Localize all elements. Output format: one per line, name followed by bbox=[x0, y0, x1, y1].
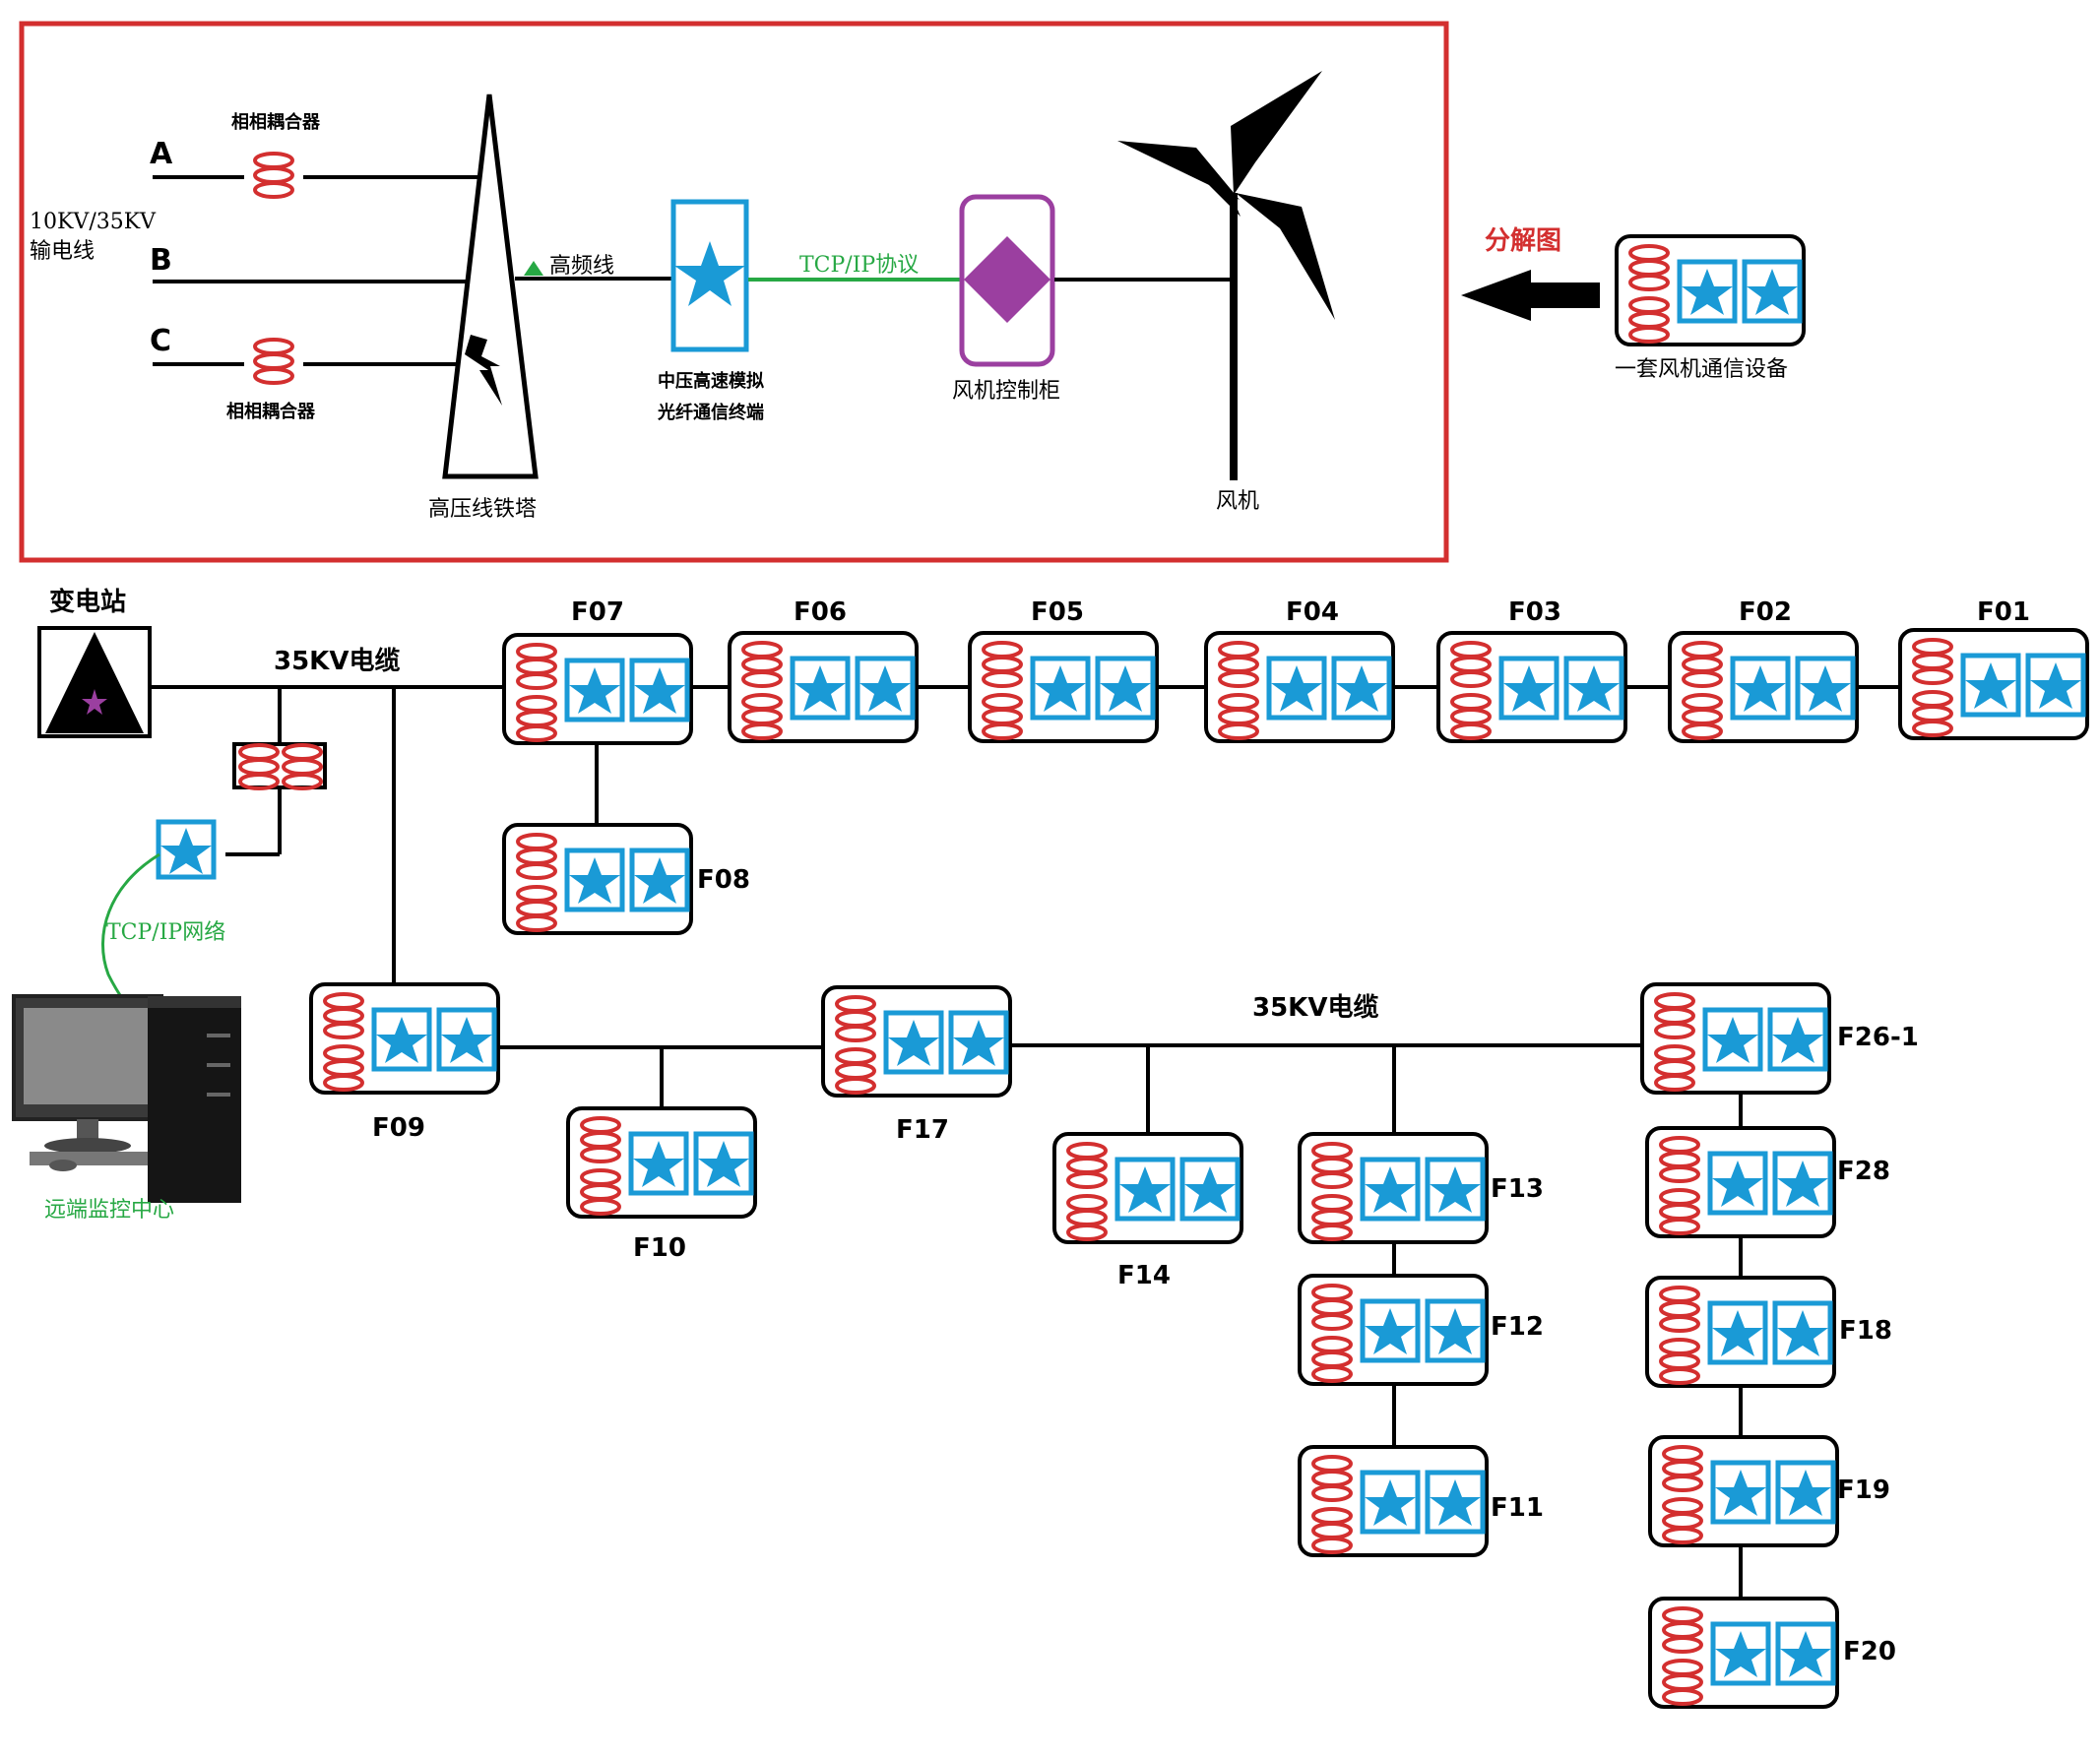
terminal-label-2: 光纤通信终端 bbox=[657, 402, 764, 423]
unit-f04 bbox=[1206, 633, 1393, 741]
detail-frame bbox=[19, 21, 1449, 563]
label-f03: F03 bbox=[1508, 597, 1561, 627]
label-f01: F01 bbox=[1977, 597, 2030, 627]
label-f10: F10 bbox=[633, 1233, 686, 1263]
hf-marker-icon bbox=[524, 261, 543, 276]
unit-f08 bbox=[504, 825, 691, 933]
transmission-line-label: 输电线 bbox=[30, 239, 95, 264]
exploded-view-label: 分解图 bbox=[1485, 226, 1561, 256]
coupler-bottom-label: 相相耦合器 bbox=[226, 401, 316, 422]
tower-icon bbox=[442, 94, 539, 479]
unit-f17 bbox=[823, 987, 1010, 1096]
voltage-label: 10KV/35KV bbox=[30, 210, 157, 234]
unit-f28 bbox=[1647, 1128, 1834, 1236]
device-set-label: 一套风机通信设备 bbox=[1615, 357, 1788, 382]
turbine-units bbox=[311, 630, 2087, 1707]
unit-f12 bbox=[1300, 1276, 1487, 1384]
label-f07: F07 bbox=[571, 597, 624, 627]
computer-icon bbox=[12, 994, 241, 1203]
detail-panel: 10KV/35KV 输电线 A B C 相相耦合器 相相耦合器 高压线铁塔 高频… bbox=[19, 21, 1804, 563]
device-set-icon bbox=[1617, 236, 1804, 345]
unit-f20 bbox=[1650, 1599, 1837, 1707]
phase-b-label: B bbox=[150, 243, 172, 278]
unit-f11 bbox=[1300, 1447, 1487, 1555]
label-f17: F17 bbox=[896, 1115, 949, 1145]
label-f14: F14 bbox=[1117, 1261, 1171, 1290]
control-cabinet-icon bbox=[959, 194, 1055, 367]
label-f04: F04 bbox=[1286, 597, 1339, 627]
label-f11: F11 bbox=[1491, 1493, 1544, 1523]
unit-f07 bbox=[504, 635, 691, 743]
label-f19: F19 bbox=[1837, 1475, 1890, 1505]
unit-f19 bbox=[1650, 1437, 1837, 1545]
label-f18: F18 bbox=[1839, 1316, 1892, 1346]
turbine-label: 风机 bbox=[1216, 489, 1259, 514]
unit-labels: F07 F06 F05 F04 F03 F02 F01 F08 F09 F10 … bbox=[372, 597, 2030, 1666]
network-topology: 变电站 35KV电缆 35KV电缆 TCP/IP网络 bbox=[12, 587, 2087, 1707]
tcp-network-label: TCP/IP网络 bbox=[106, 920, 225, 945]
cable-label-top: 35KV电缆 bbox=[274, 646, 400, 676]
wind-turbine-icon bbox=[1117, 71, 1335, 480]
label-f20: F20 bbox=[1843, 1637, 1896, 1666]
label-f05: F05 bbox=[1031, 597, 1084, 627]
unit-f02 bbox=[1670, 633, 1857, 741]
label-f13: F13 bbox=[1491, 1174, 1544, 1204]
label-f08: F08 bbox=[697, 865, 750, 895]
hf-line-label: 高频线 bbox=[549, 254, 614, 279]
unit-f14 bbox=[1054, 1134, 1241, 1242]
substation-label: 变电站 bbox=[49, 587, 126, 617]
phase-a-label: A bbox=[150, 137, 173, 171]
cable-lines bbox=[150, 685, 1900, 1599]
label-f06: F06 bbox=[794, 597, 847, 627]
unit-f10 bbox=[568, 1108, 755, 1217]
unit-f06 bbox=[730, 633, 917, 741]
unit-f03 bbox=[1438, 633, 1625, 741]
label-f12: F12 bbox=[1491, 1312, 1544, 1342]
left-arrow-icon bbox=[1461, 270, 1600, 321]
unit-f18 bbox=[1647, 1278, 1834, 1386]
monitor-center-label: 远端监控中心 bbox=[44, 1198, 174, 1223]
label-f28: F28 bbox=[1837, 1157, 1890, 1186]
tower-label: 高压线铁塔 bbox=[428, 497, 537, 522]
unit-f26-1 bbox=[1642, 984, 1829, 1093]
label-f09: F09 bbox=[372, 1113, 425, 1143]
substation-terminal-icon bbox=[156, 819, 217, 880]
terminal-label-1: 中压高速模拟 bbox=[658, 370, 764, 392]
unit-f01 bbox=[1900, 630, 2087, 738]
cable-label-bottom: 35KV电缆 bbox=[1252, 992, 1378, 1023]
cabinet-label: 风机控制柜 bbox=[952, 379, 1060, 404]
phase-c-label: C bbox=[150, 324, 171, 358]
coupler-c-icon bbox=[244, 335, 303, 394]
unit-f05 bbox=[970, 633, 1157, 741]
label-f02: F02 bbox=[1739, 597, 1792, 627]
unit-f09 bbox=[311, 984, 498, 1093]
fiber-terminal-icon bbox=[670, 199, 749, 352]
substation-icon bbox=[37, 626, 152, 738]
substation-coupler-icon bbox=[232, 742, 327, 790]
label-f26-1: F26-1 bbox=[1837, 1023, 1919, 1052]
coupler-a-icon bbox=[244, 148, 303, 207]
tcp-protocol-label: TCP/IP协议 bbox=[799, 253, 919, 278]
unit-f13 bbox=[1300, 1134, 1487, 1242]
coupler-top-label: 相相耦合器 bbox=[231, 111, 321, 133]
